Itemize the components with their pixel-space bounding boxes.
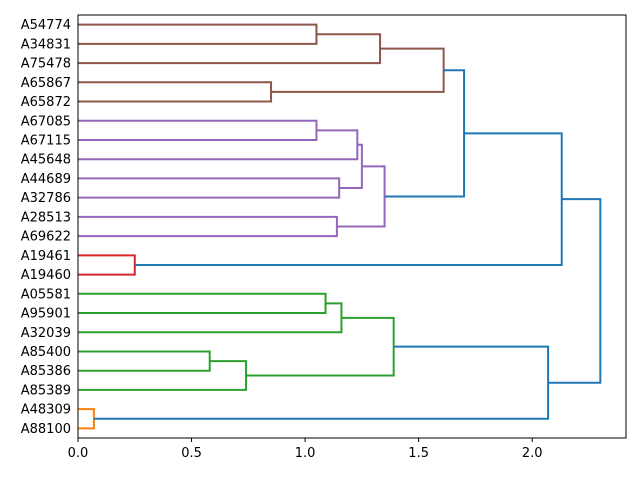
dendrogram-link-b1	[78, 23, 318, 45]
dendrogram-link-bot	[93, 345, 550, 420]
leaf-label-A65867: A65867	[21, 76, 71, 91]
dendrogram-link-p3	[78, 177, 341, 199]
plot-frame	[77, 14, 627, 439]
dendrogram-link-bp	[384, 69, 466, 198]
x-tick-label: 0.5	[181, 446, 202, 461]
dendrogram-link-g2	[78, 302, 343, 334]
dendrogram-link-b2	[78, 33, 382, 65]
leaf-label-A85389: A85389	[21, 383, 71, 398]
dendrogram-link-g3	[78, 350, 211, 372]
x-tick-label: 1.0	[295, 446, 316, 461]
leaf-label-A65872: A65872	[21, 95, 71, 110]
leaf-label-A67085: A67085	[21, 114, 71, 129]
dendrogram-link-p1	[78, 119, 318, 141]
x-tick-label: 0.0	[68, 446, 89, 461]
dendrogram-link-b3	[78, 81, 273, 103]
leaf-label-A32039: A32039	[21, 326, 71, 341]
leaf-label-A44689: A44689	[21, 172, 71, 187]
leaf-label-A75478: A75478	[21, 57, 71, 72]
leaf-label-A88100: A88100	[21, 422, 71, 437]
leaf-label-A95901: A95901	[21, 307, 71, 322]
dendrogram-link-r1	[78, 254, 136, 276]
leaf-label-A19461: A19461	[21, 249, 71, 264]
dendrogram-link-b4	[271, 47, 445, 93]
x-tick-label: 2.0	[522, 446, 543, 461]
leaf-label-A54774: A54774	[21, 18, 71, 33]
dendrogram-link-g5	[246, 316, 395, 377]
leaf-label-A32786: A32786	[21, 191, 71, 206]
leaf-label-A67115: A67115	[21, 133, 71, 148]
leaf-label-A48309: A48309	[21, 403, 71, 418]
dendrogram-link-g4	[78, 360, 248, 391]
leaf-label-A05581: A05581	[21, 287, 71, 302]
dendrogram-link-p5	[78, 215, 338, 238]
axis-labels: 0.0 0.5 1.0 1.5 2.0 A54774A34831A75478A65867A…	[21, 18, 543, 461]
dendrogram-link-p2	[78, 129, 359, 161]
x-tick-label: 1.5	[408, 446, 429, 461]
leaf-label-A34831: A34831	[21, 37, 71, 52]
leaf-label-A85386: A85386	[21, 364, 71, 379]
leaf-label-A45648: A45648	[21, 153, 71, 168]
dendrogram-link-g1	[78, 292, 327, 315]
leaf-label-A69622: A69622	[21, 230, 71, 245]
dendrogram-link-p4	[339, 143, 363, 190]
axes	[77, 14, 627, 442]
leaf-label-A85400: A85400	[21, 345, 71, 360]
dendrogram-link-root	[548, 198, 602, 384]
dendrogram-links	[78, 23, 602, 430]
dendrogram-link-p6	[336, 165, 386, 228]
dendrogram-link-o1	[78, 408, 95, 430]
leaf-label-A28513: A28513	[21, 210, 71, 225]
dendrogram-link-top	[134, 132, 563, 266]
leaf-label-A19460: A19460	[21, 268, 71, 283]
